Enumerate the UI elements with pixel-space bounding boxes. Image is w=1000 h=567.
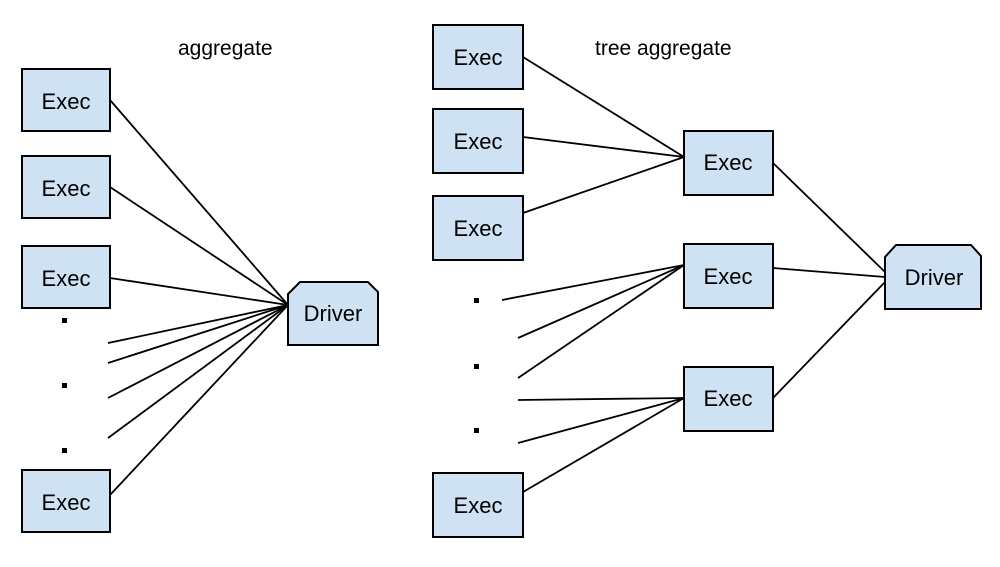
edge-leaf3-mid1 bbox=[522, 156, 685, 214]
edge-leaf4-mid3 bbox=[522, 397, 685, 493]
exec-node: Exec bbox=[21, 469, 111, 533]
exec-node: Exec bbox=[21, 155, 111, 219]
driver-label: Driver bbox=[905, 265, 964, 290]
edge-fan-mid2-3 bbox=[517, 264, 685, 379]
tree-edges bbox=[501, 56, 886, 493]
ellipsis-dot bbox=[62, 448, 67, 453]
edge-fan-mid3-2 bbox=[517, 397, 685, 444]
exec-label: Exec bbox=[704, 150, 753, 175]
edge-exec2-driver bbox=[109, 186, 289, 306]
aggregate-title: aggregate bbox=[178, 37, 273, 60]
edge-exec1-driver bbox=[109, 99, 289, 306]
edge-leaf2-mid1 bbox=[522, 136, 685, 158]
edge-mid2-driver bbox=[772, 267, 886, 278]
edge-mid3-driver bbox=[772, 281, 886, 399]
ellipsis-dot bbox=[474, 298, 479, 303]
edge-fan-3 bbox=[107, 304, 289, 399]
edge-fan-mid2-1 bbox=[501, 264, 685, 301]
driver-node: Driver bbox=[884, 244, 982, 310]
edge-leaf1-mid1 bbox=[522, 56, 685, 158]
edge-exec3-driver bbox=[109, 277, 289, 306]
exec-label: Exec bbox=[454, 493, 503, 518]
exec-node: Exec bbox=[21, 245, 111, 309]
exec-label: Exec bbox=[42, 89, 91, 114]
edge-fan-mid2-2 bbox=[517, 264, 685, 339]
exec-label: Exec bbox=[42, 490, 91, 515]
tree-aggregate-title: tree aggregate bbox=[595, 37, 732, 60]
exec-node: Exec bbox=[21, 68, 111, 132]
ellipsis-dot bbox=[474, 428, 479, 433]
exec-node: Exec bbox=[683, 243, 774, 309]
edge-exec4-driver bbox=[109, 304, 289, 496]
exec-node: Exec bbox=[432, 24, 524, 90]
exec-label: Exec bbox=[454, 216, 503, 241]
exec-label: Exec bbox=[454, 45, 503, 70]
exec-node: Exec bbox=[683, 366, 774, 432]
exec-label: Exec bbox=[704, 264, 753, 289]
edge-fan-1 bbox=[107, 304, 289, 344]
exec-label: Exec bbox=[42, 266, 91, 291]
tree-aggregate-diagram: tree aggregate Exec Ex bbox=[432, 24, 982, 538]
exec-node: Exec bbox=[683, 130, 774, 196]
driver-label: Driver bbox=[304, 301, 363, 326]
aggregate-edges bbox=[107, 99, 289, 496]
exec-label: Exec bbox=[704, 386, 753, 411]
edge-mid1-driver bbox=[772, 162, 886, 273]
edge-fan-4 bbox=[107, 304, 289, 439]
exec-node: Exec bbox=[432, 108, 524, 174]
ellipsis-dot bbox=[62, 383, 67, 388]
exec-label: Exec bbox=[454, 129, 503, 154]
edge-fan-2 bbox=[107, 304, 289, 364]
ellipsis-dot bbox=[474, 364, 479, 369]
exec-node: Exec bbox=[432, 195, 524, 261]
ellipsis-dot bbox=[62, 318, 67, 323]
aggregate-diagram: aggregate Exec Exec Exec bbox=[21, 37, 379, 533]
exec-node: Exec bbox=[432, 472, 524, 538]
driver-node: Driver bbox=[287, 281, 379, 346]
edge-fan-mid3-1 bbox=[517, 397, 685, 401]
exec-label: Exec bbox=[42, 176, 91, 201]
